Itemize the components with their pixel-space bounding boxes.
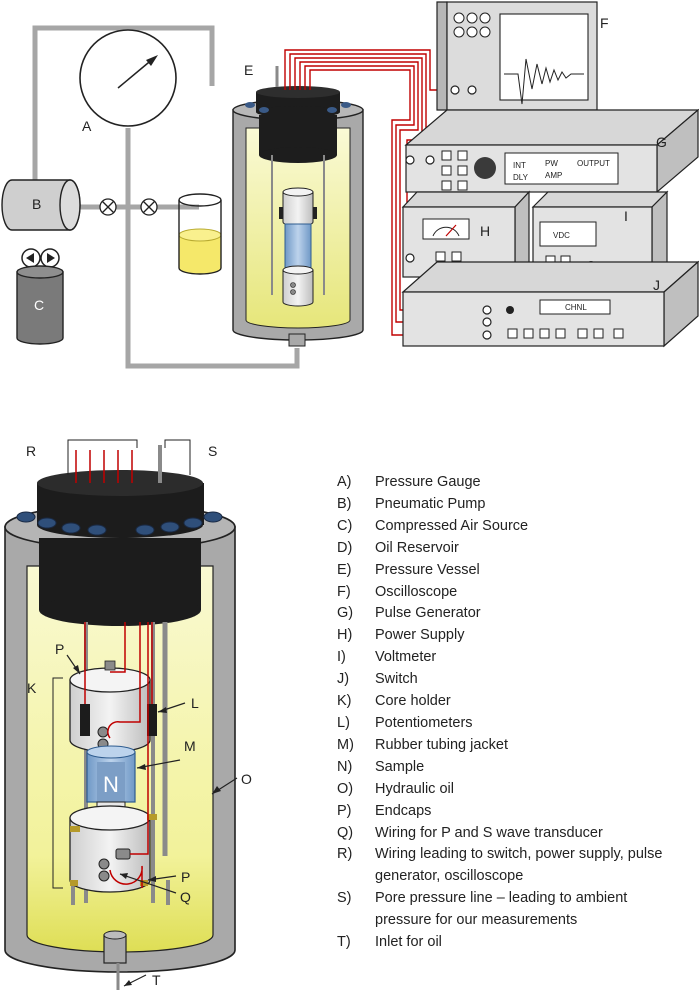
legend-item: H)Power Supply xyxy=(337,627,465,644)
label-vdc: VDC xyxy=(553,231,570,240)
legend-item: D)Oil Reservoir xyxy=(337,539,459,556)
legend-item: B)Pneumatic Pump xyxy=(337,495,486,512)
legend-item: G)Pulse Generator xyxy=(337,605,481,622)
legend-item: P)Endcaps xyxy=(337,802,432,819)
pneumatic-pump xyxy=(1,179,81,231)
legend-item: R)Wiring leading to switch, power supply… xyxy=(337,846,663,885)
label-dly: DLY xyxy=(513,173,529,182)
legend-item: M)Rubber tubing jacket xyxy=(337,736,508,753)
legend-item: T)Inlet for oil xyxy=(337,934,442,951)
label-n: N xyxy=(103,772,119,797)
oscilloscope xyxy=(436,1,598,111)
pressure-gauge xyxy=(79,29,177,127)
label-p: P xyxy=(55,641,64,657)
legend-item: F)Oscilloscope xyxy=(337,583,458,600)
label-chnl: CHNL xyxy=(565,303,587,312)
pulse-generator xyxy=(404,108,699,194)
label-amp: AMP xyxy=(545,171,562,180)
legend-item: C)Compressed Air Source xyxy=(337,517,529,534)
label-j: J xyxy=(653,277,660,293)
label-i: I xyxy=(624,208,628,224)
legend-item: I)Voltmeter xyxy=(337,649,437,666)
label-k: K xyxy=(27,680,37,696)
legend-item: O)Hydraulic oil xyxy=(337,780,454,797)
legend-item: J)Switch xyxy=(337,671,418,688)
legend-item: K)Core holder xyxy=(337,693,451,710)
legend-item: L)Potentiometers xyxy=(337,714,473,731)
switch-box xyxy=(401,260,699,348)
pressure-vessel-detail: N xyxy=(4,470,236,990)
label-output: OUTPUT xyxy=(577,159,610,168)
label-h: H xyxy=(480,223,490,239)
valve-icon xyxy=(99,198,117,216)
label-a: A xyxy=(82,118,92,134)
label-p2: P xyxy=(181,869,190,885)
legend-item: S)Pore pressure line – leading to ambien… xyxy=(337,890,628,929)
pressure-vessel-small xyxy=(232,66,364,347)
label-c: C xyxy=(34,297,44,313)
label-l: L xyxy=(191,695,199,711)
label-q: Q xyxy=(180,889,191,905)
label-f: F xyxy=(600,15,609,31)
label-t: T xyxy=(152,972,161,988)
valve-icon xyxy=(140,198,158,216)
bracket xyxy=(52,439,191,889)
compressed-air-source xyxy=(16,248,64,345)
label-g: G xyxy=(656,134,667,150)
label-s: S xyxy=(208,443,217,459)
legend-list: A)Pressure Gauge B)Pneumatic Pump C)Comp… xyxy=(337,472,675,954)
label-pw: PW xyxy=(545,159,558,168)
label-o: O xyxy=(241,771,252,787)
legend-item: A)Pressure Gauge xyxy=(337,474,481,490)
legend-item: E)Pressure Vessel xyxy=(337,561,480,578)
transducer-wires xyxy=(75,450,153,888)
label-b: B xyxy=(32,196,41,212)
label-d: D xyxy=(193,211,203,227)
arrowheads xyxy=(73,665,221,986)
label-m: M xyxy=(184,738,196,754)
legend-item: N)Sample xyxy=(337,758,425,775)
label-r: R xyxy=(26,443,36,459)
label-e: E xyxy=(244,62,253,78)
label-int: INT xyxy=(513,161,526,170)
signal-wires xyxy=(284,49,592,336)
legend-item: Q)Wiring for P and S wave transducer xyxy=(337,824,603,841)
oil-reservoir xyxy=(178,193,222,275)
